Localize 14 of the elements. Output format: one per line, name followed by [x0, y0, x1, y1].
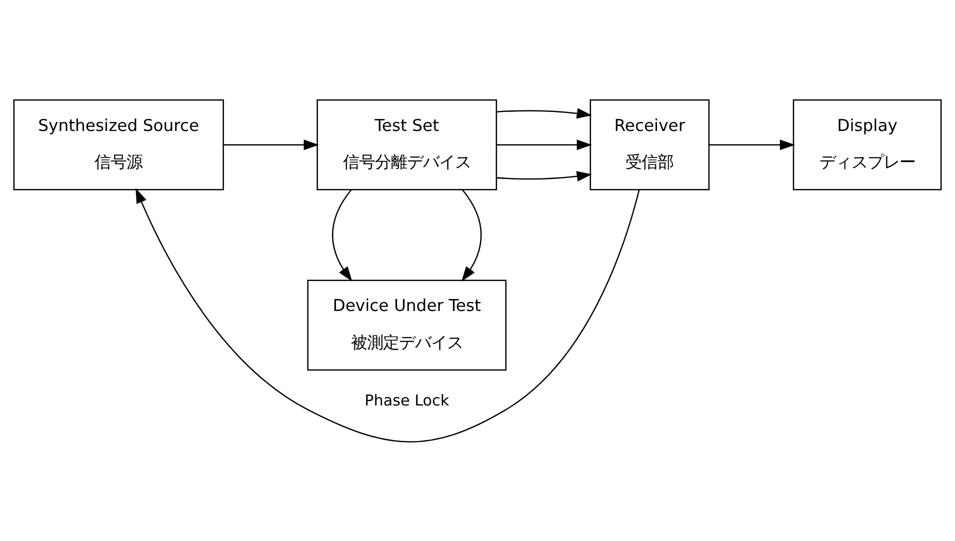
edge-label: Phase Lock: [364, 390, 450, 409]
arrow: [709, 139, 796, 150]
node-box: Device Under Test 被測定デバイス: [307, 279, 506, 370]
node-box: Receiver 受信部: [590, 98, 710, 190]
arrow: [496, 108, 592, 118]
node-box: Synthesized Source 信号源: [13, 98, 224, 190]
arrow: [223, 139, 319, 150]
arrow: [332, 188, 352, 282]
arrow: [496, 170, 592, 182]
arrow: [461, 188, 482, 282]
node-box: Test Set 信号分離デバイス: [316, 98, 498, 190]
node-box: Display ディスプレー: [792, 98, 942, 190]
arrow: [136, 187, 640, 442]
arrow: [496, 139, 592, 150]
